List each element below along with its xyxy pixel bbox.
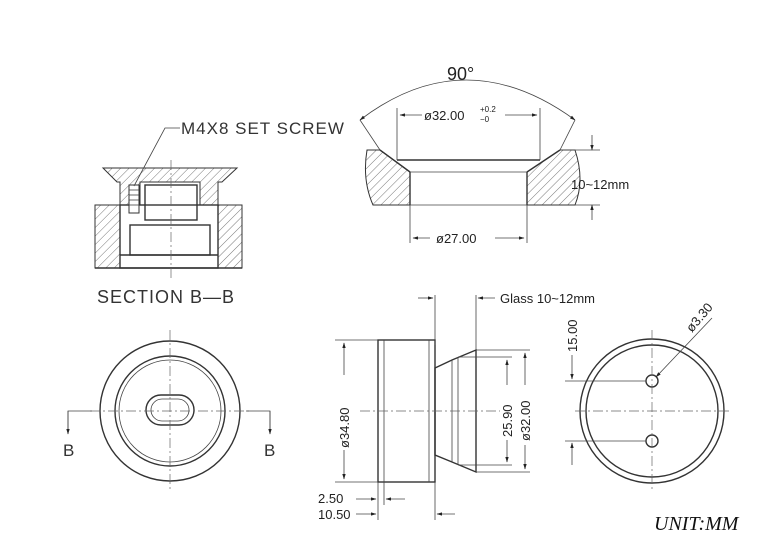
chamfer-detail	[359, 79, 600, 243]
dia-32-tol-label: ø32.00	[424, 108, 464, 123]
dim-10-50-label: 10.50	[318, 507, 351, 522]
section-title: SECTION B—B	[97, 287, 235, 307]
section-mark-right: B	[264, 441, 276, 460]
set-screw	[128, 184, 140, 214]
glass-label: Glass 10~12mm	[500, 291, 595, 306]
side-view	[335, 295, 530, 520]
dia-27-label: ø27.00	[436, 231, 476, 246]
front-view	[66, 330, 272, 490]
back-view	[565, 317, 730, 492]
dim-15-00-label: 15.00	[565, 319, 580, 352]
set-screw-label: M4X8 SET SCREW	[181, 119, 345, 138]
angle-label: 90°	[447, 64, 474, 84]
section-mark-left: B	[63, 441, 75, 460]
dim-25-90-label: 25.90	[500, 404, 515, 437]
tol-upper: +0.2	[480, 105, 496, 114]
thickness-label: 10~12mm	[571, 177, 629, 192]
dia-34-80-label: ø34.80	[337, 408, 352, 448]
dia-3-30-label: ø3.30	[683, 300, 716, 335]
unit-label: UNIT:MM	[654, 513, 740, 535]
dim-2-50-label: 2.50	[318, 491, 343, 506]
dia-32-00-label: ø32.00	[518, 401, 533, 441]
section-view	[94, 127, 243, 278]
tol-lower: −0	[480, 115, 490, 124]
